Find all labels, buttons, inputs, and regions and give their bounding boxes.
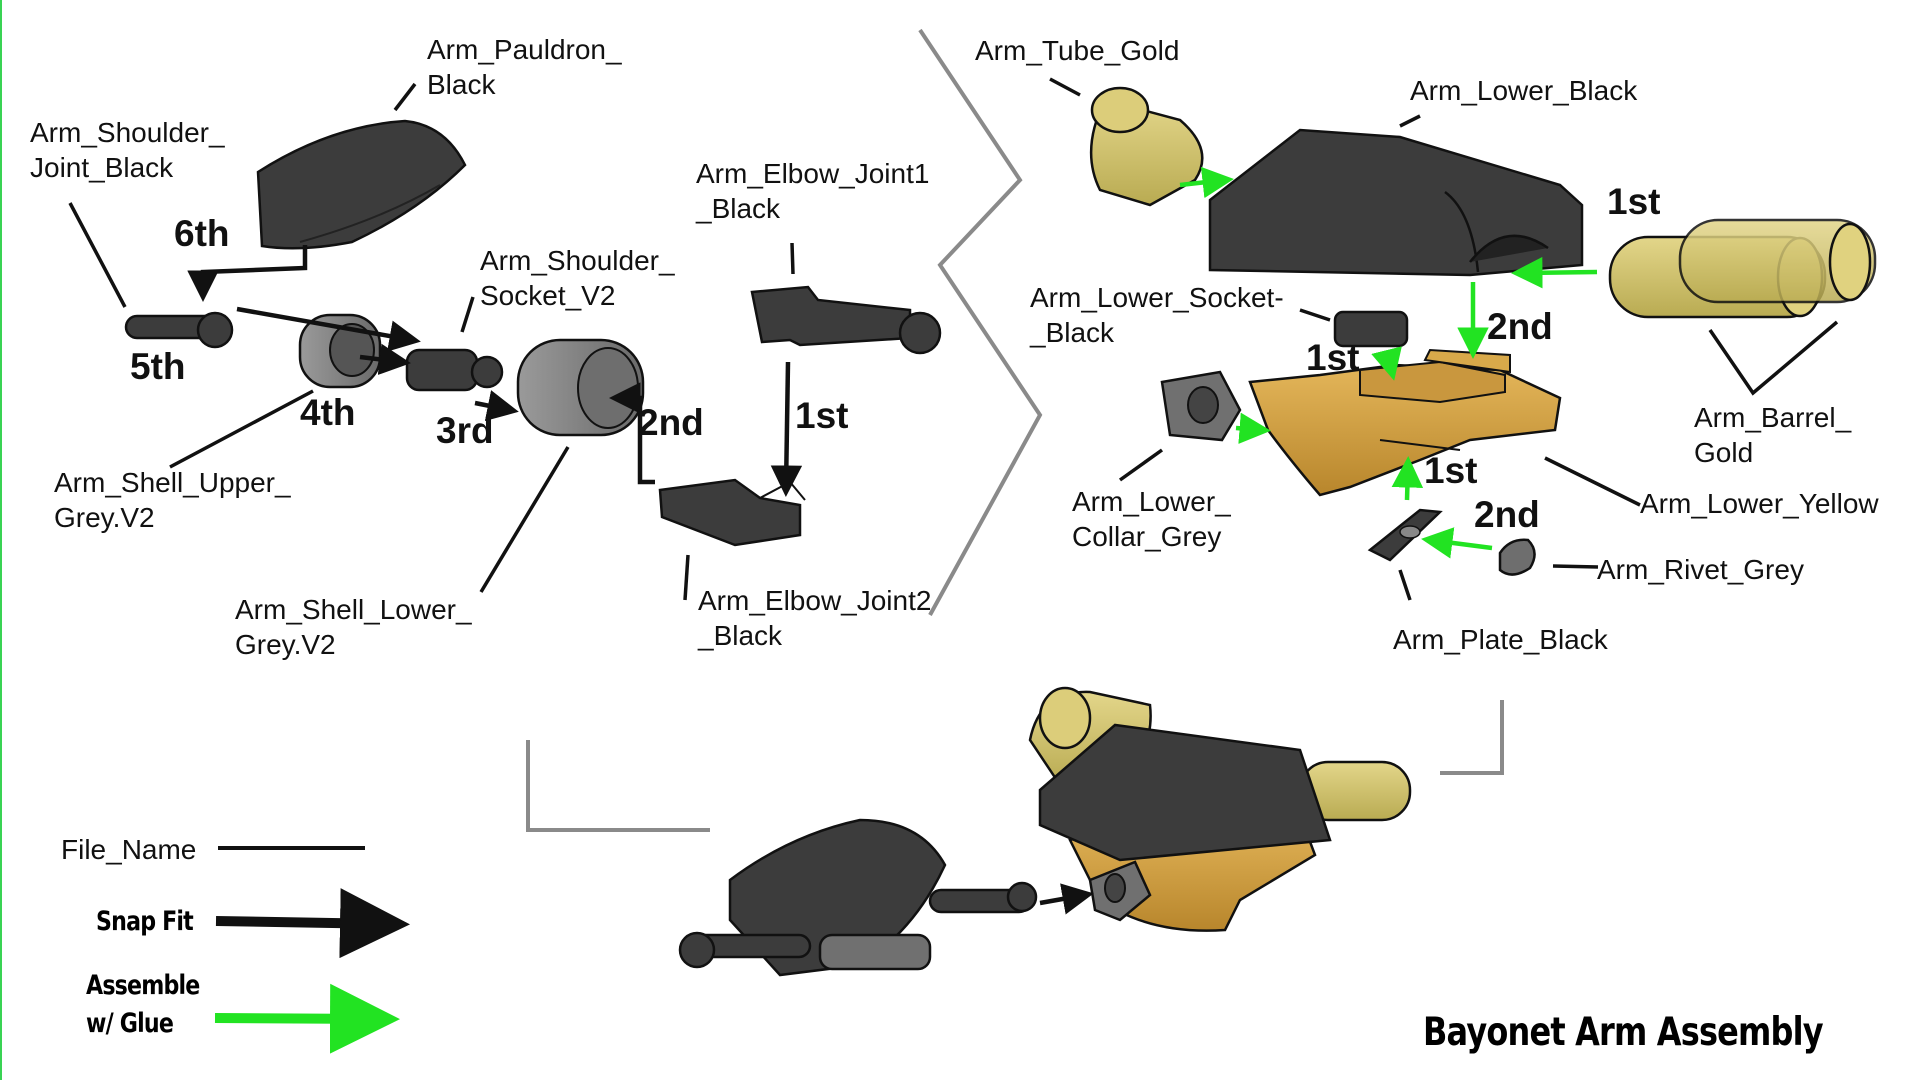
label-arm-lower-collar: Arm_Lower_ Collar_Grey <box>1072 486 1231 552</box>
part-arm-plate <box>1367 508 1443 562</box>
diagram-title: Bayonet Arm Assembly <box>1423 1010 1824 1055</box>
step-label-2nd-left: 2nd <box>638 402 704 443</box>
part-arm-shoulder-socket <box>405 348 504 392</box>
part-arm-elbow-joint1 <box>750 285 942 355</box>
section-dividers <box>526 28 1504 832</box>
label-arm-plate: Arm_Plate_Black <box>1393 624 1608 655</box>
step-label-1st-socket: 1st <box>1306 337 1360 378</box>
arrow-2nd-left <box>609 382 655 485</box>
part-arm-shoulder-joint <box>124 311 234 349</box>
glue-arrow-barrel <box>1511 256 1598 289</box>
legend-lines <box>214 846 410 1054</box>
glue-arrow-socket <box>1371 346 1402 381</box>
glue-arrow-plate <box>1391 456 1424 501</box>
label-arm-elbow-joint1: Arm_Elbow_Joint1 _Black <box>696 158 930 224</box>
legend-file-name: File_Name <box>61 834 197 865</box>
label-arm-shell-lower: Arm_Shell_Lower_ Grey.V2 <box>235 594 472 660</box>
legend-snap-fit: Snap Fit <box>96 906 194 937</box>
step-label-2nd-plate: 2nd <box>1474 494 1540 535</box>
label-arm-shell-upper: Arm_Shell_Upper_ Grey.V2 <box>54 467 291 533</box>
arrow-6th <box>187 245 308 302</box>
bottom-left-bracket <box>526 740 710 832</box>
part-arm-shell-lower <box>516 338 645 437</box>
arrow-3rd <box>474 390 519 422</box>
part-arm-lower-collar <box>1160 370 1242 442</box>
label-arm-rivet: Arm_Rivet_Grey <box>1597 554 1804 585</box>
glue-arrows <box>1179 166 1598 559</box>
arrow-4th <box>359 343 411 375</box>
part-arm-lower-socket <box>1333 310 1409 348</box>
arrow-assembled <box>1039 883 1094 915</box>
leader-lines <box>68 77 1839 601</box>
step-label-2nd-right: 2nd <box>1487 306 1553 347</box>
label-arm-lower-black: Arm_Lower_Black <box>1410 75 1638 106</box>
label-arm-barrel: Arm_Barrel_ Gold <box>1694 402 1852 468</box>
snap-fit-arrows <box>187 245 1094 915</box>
step-label-4th: 4th <box>300 392 356 433</box>
part-arm-barrel <box>1608 218 1877 319</box>
step-label-1st-plate: 1st <box>1424 450 1478 491</box>
glue-arrow-collar <box>1235 412 1271 444</box>
legend-glue: Assemble w/ Glue <box>86 970 200 1039</box>
left-edge-accent <box>0 0 2 1080</box>
step-label-6th: 6th <box>174 213 230 254</box>
arrow-5th <box>236 306 421 352</box>
step-label-1st-barrel: 1st <box>1607 181 1661 222</box>
part-arm-lower-yellow <box>1248 348 1562 497</box>
label-arm-shoulder-socket: Arm_Shoulder_ Socket_V2 <box>480 245 675 311</box>
part-arm-pauldron <box>256 119 467 250</box>
part-arm-lower-black <box>1208 128 1584 277</box>
label-arm-lower-yellow: Arm_Lower_Yellow <box>1640 488 1879 519</box>
label-arm-tube: Arm_Tube_Gold <box>975 35 1180 66</box>
step-label-5th: 5th <box>130 346 186 387</box>
legend-glue-arrow <box>214 983 400 1054</box>
arrow-1st-left <box>770 361 803 497</box>
step-label-3rd: 3rd <box>436 410 494 451</box>
glue-arrow-tube <box>1179 166 1234 199</box>
label-arm-lower-socket: Arm_Lower_Socket- _Black <box>1030 282 1284 348</box>
legend-snap-arrow <box>215 888 410 959</box>
label-arm-elbow-joint2: Arm_Elbow_Joint2 _Black <box>698 585 932 651</box>
zigzag-divider <box>918 28 1043 616</box>
glue-arrow-rivet <box>1421 527 1493 559</box>
label-arm-shoulder-joint: Arm_Shoulder_ Joint_Black <box>30 117 225 183</box>
part-arm-rivet <box>1498 538 1536 576</box>
part-arm-tube <box>1089 86 1204 207</box>
label-arm-pauldron: Arm_Pauldron_ Black <box>427 34 622 100</box>
bottom-right-bracket <box>1440 700 1504 775</box>
step-label-1st-left: 1st <box>795 395 849 436</box>
part-arm-elbow-joint2 <box>658 478 806 547</box>
assembled-view <box>678 686 1412 977</box>
